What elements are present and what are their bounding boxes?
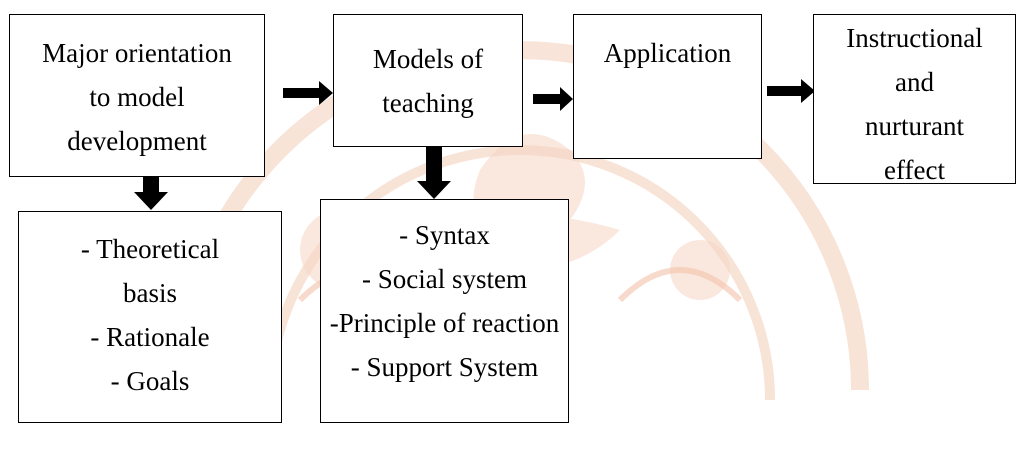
arrow-down-1	[134, 177, 168, 210]
application-box: Application	[573, 14, 762, 159]
box-text-line: teaching	[382, 88, 474, 118]
box-text-line: Models of	[372, 44, 484, 74]
box-text-line: Major orientation	[42, 38, 232, 68]
major-orientation-box: Major orientation to model development	[9, 14, 265, 177]
box-text-line: Instructional	[846, 23, 983, 53]
box-text-line: - Goals	[110, 366, 190, 396]
box-text-line: development	[67, 126, 207, 156]
box-text-line: nurturant	[865, 111, 964, 141]
box-text-line: - Social system	[362, 264, 527, 294]
box-text-line: and	[895, 67, 934, 97]
arrow-down-2	[417, 147, 451, 199]
box-text-line: basis	[123, 278, 177, 308]
box-text-line: - Theoretical	[80, 234, 220, 264]
model-elements-box: - Syntax - Social system -Principle of r…	[320, 199, 569, 423]
model-basis-box: - Theoretical basis - Rationale - Goals	[18, 211, 282, 423]
box-text-line: to model	[89, 82, 185, 112]
arrow-right-3	[767, 79, 815, 103]
box-text-line: effect	[884, 155, 945, 184]
box-text-line: Application	[603, 38, 732, 68]
arrow-right-1	[283, 81, 333, 105]
models-of-teaching-box: Models of teaching	[333, 14, 523, 147]
box-text-line: - Syntax	[399, 220, 490, 250]
instructional-effect-box: Instructional and nurturant effect	[813, 14, 1016, 184]
box-text-line: - Rationale	[90, 322, 210, 352]
box-text-line: - Support System	[350, 352, 539, 382]
box-text-line: -Principle of reaction	[329, 308, 560, 338]
arrow-right-2	[533, 87, 573, 111]
